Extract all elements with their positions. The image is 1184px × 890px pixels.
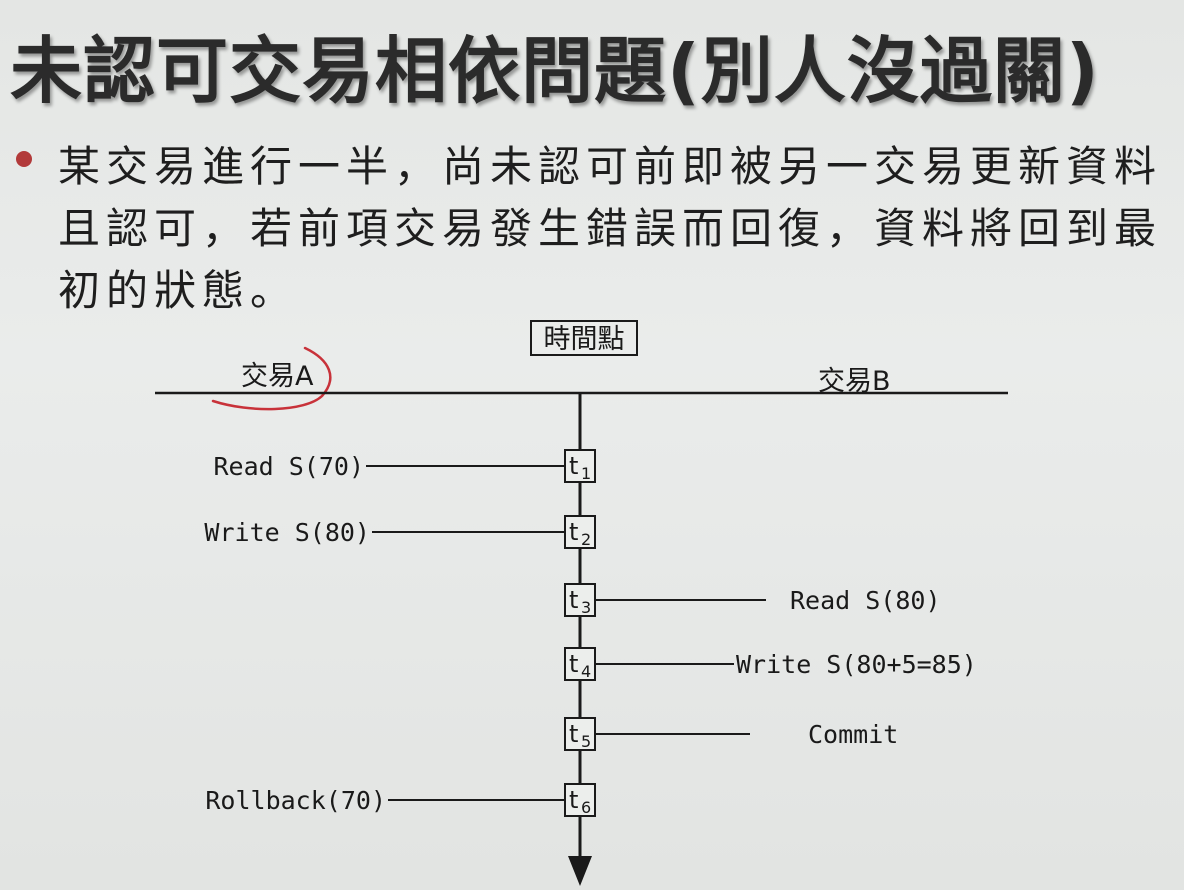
operation-label: Rollback(70) xyxy=(205,786,386,815)
time-step-box xyxy=(564,783,596,817)
time-step-label: t xyxy=(569,720,578,748)
time-step-box xyxy=(564,717,596,751)
time-step-box xyxy=(564,583,596,617)
operation-label: Commit xyxy=(808,720,898,749)
time-step-box xyxy=(564,515,596,549)
time-step-box xyxy=(564,647,596,681)
time-step-label: t xyxy=(569,518,578,546)
time-axis-arrow-icon xyxy=(568,856,592,886)
operation-label: Write S(80+5=85) xyxy=(736,650,977,679)
time-label-box xyxy=(530,320,638,356)
time-step-label: t xyxy=(569,452,578,480)
time-label: 時間點 xyxy=(544,324,625,355)
time-step-subscript: 5 xyxy=(581,732,591,751)
operation-label: Read S(80) xyxy=(790,586,941,615)
time-step-subscript: 1 xyxy=(581,464,591,483)
bullet-dot-icon xyxy=(16,151,32,167)
time-step-label: t xyxy=(569,650,578,678)
slide-title: 未認可交易相依問題(別人沒過關) xyxy=(10,29,1100,113)
handwritten-circle-annotation xyxy=(211,346,332,411)
time-step-label: t xyxy=(569,786,578,814)
bullet-text: 某交易進行一半，尚未認可前即被另一交易更新資料且認可，若前項交易發生錯誤而回復，… xyxy=(58,142,1163,315)
transaction-a-label: 交易A xyxy=(241,361,314,392)
time-step-subscript: 6 xyxy=(581,798,591,817)
operation-label: Write S(80) xyxy=(204,518,370,547)
time-step-box xyxy=(564,449,596,483)
time-step-label: t xyxy=(569,586,578,614)
time-step-subscript: 2 xyxy=(581,530,591,549)
operation-label: Read S(70) xyxy=(213,452,364,481)
time-step-subscript: 3 xyxy=(581,598,591,617)
time-step-subscript: 4 xyxy=(581,662,591,681)
